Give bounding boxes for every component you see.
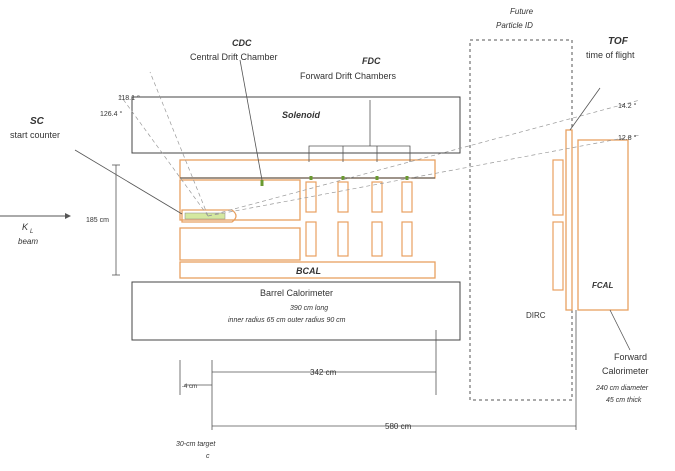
angle-lines	[119, 71, 641, 217]
angle-label-3: 14.2 °	[618, 102, 637, 110]
fc-diameter: 240 cm diameter	[595, 385, 649, 392]
beam-word: beam	[18, 237, 38, 246]
dirc-lower	[552, 221, 564, 291]
angle-label-4: 12.8 °	[618, 134, 637, 142]
angle-label-2: 118.1 °	[118, 94, 140, 102]
sc-subtitle: start counter	[10, 130, 60, 140]
dim-left-label: -4 cm	[182, 384, 197, 390]
solenoid-upper-block	[131, 96, 461, 154]
beam-kl-sub: L	[30, 229, 33, 235]
angle-label-1: 126.4 °	[100, 110, 122, 118]
leader-lines	[74, 59, 631, 351]
barrel-title: Barrel Calorimeter	[260, 288, 333, 298]
upper-inner-frame	[179, 159, 436, 179]
fc-thickness: 45 cm thick	[606, 397, 642, 404]
cdc-chamber	[179, 179, 301, 221]
tof-wall	[565, 129, 573, 311]
dim-580-label: 580 cm	[385, 422, 412, 431]
cdc-chamber-lower	[179, 227, 301, 261]
dirc-upper	[552, 159, 564, 216]
dim-342-label: 342 cm	[310, 368, 337, 377]
target-label-1: 30-cm target	[176, 441, 216, 448]
beam-kl: K	[22, 222, 29, 232]
fdc-title: FDC	[362, 56, 381, 66]
dim-bottom-lines	[179, 310, 577, 430]
tof-title: TOF	[608, 36, 629, 47]
fdc-packages	[305, 181, 413, 257]
dim-185-line	[112, 164, 120, 276]
cdc-title: CDC	[232, 38, 252, 48]
fcal-block	[577, 139, 629, 311]
cdc-subtitle: Central Drift Chamber	[190, 52, 278, 62]
future-label-2: Particle ID	[496, 21, 533, 30]
dirc-label: DIRC	[526, 311, 546, 320]
target-cell	[184, 212, 226, 220]
barrel-length: 390 cm long	[290, 305, 328, 312]
sc-title: SC	[30, 116, 45, 127]
solenoid-lower-block	[131, 281, 461, 341]
fdc-green-marks	[260, 176, 409, 186]
bcal-block	[179, 261, 436, 279]
barrel-radius: inner radius 65 cm outer radius 90 cm	[228, 317, 346, 324]
fcal-label: FCAL	[592, 281, 613, 290]
future-pid-box	[469, 39, 573, 401]
dim-185-label: 185 cm	[86, 217, 109, 224]
start-counter	[181, 209, 237, 223]
fc-title-2: Calorimeter	[602, 366, 649, 376]
fc-title-1: Forward	[614, 352, 647, 362]
tof-subtitle: time of flight	[586, 50, 635, 60]
fdc-subtitle: Forward Drift Chambers	[300, 71, 397, 81]
bcal-label: BCAL	[296, 266, 321, 276]
future-label-1: Future	[510, 7, 534, 16]
target-label-2: c	[206, 453, 210, 460]
solenoid-label: Solenoid	[282, 110, 321, 120]
fdc-bracket	[308, 100, 411, 162]
